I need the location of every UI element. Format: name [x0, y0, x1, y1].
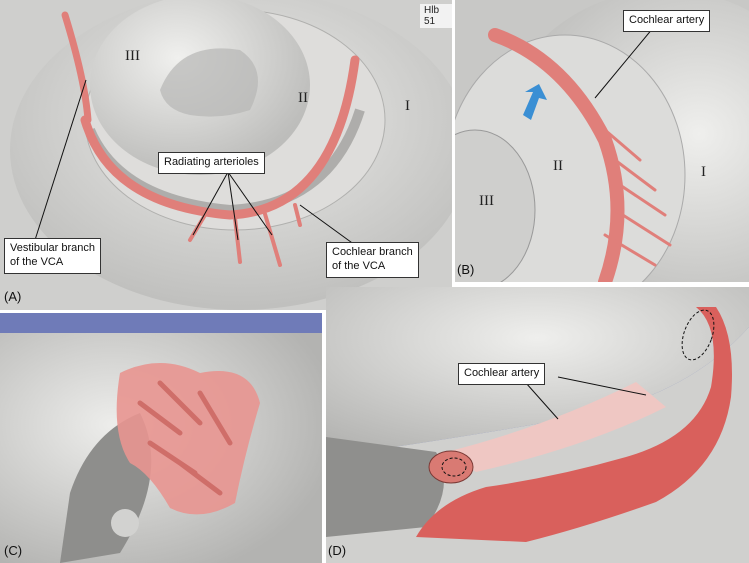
leader-radiating-2	[227, 171, 239, 241]
panel-a-turn-ii: II	[298, 90, 308, 106]
cochlear-branch-callout: Cochlear branch of the VCA	[326, 242, 419, 278]
panel-d-cochlear-artery	[416, 307, 732, 542]
vestibular-branch-vessel	[61, 11, 92, 124]
cochlear-line-1: Cochlear branch	[332, 246, 413, 258]
specimen-label: Hlb 51	[420, 4, 452, 28]
panel-c-vessel-branches	[137, 380, 233, 496]
panel-b-leader	[594, 27, 654, 99]
blue-arrow-icon	[523, 84, 547, 120]
panel-d-grey-bone-left	[326, 437, 444, 537]
panel-b-cochlear-artery-callout: Cochlear artery	[623, 10, 711, 32]
panel-b-render	[455, 0, 749, 282]
panel-d-label: (D)	[328, 543, 347, 558]
radiating-arterioles-callout: Radiating arterioles	[158, 152, 265, 174]
panel-a-turn-iii: III	[125, 48, 140, 64]
panel-d-cochlear-artery-callout: Cochlear artery	[458, 363, 546, 385]
panel-b-turn-iii: III	[479, 193, 494, 209]
panel-b-artery-spikes	[603, 128, 672, 267]
panel-d-dashed-outline-left	[441, 457, 467, 477]
panel-d: Cochlear artery (D)	[326, 287, 749, 563]
panel-b-apical-turn	[455, 129, 536, 282]
panel-c-render	[0, 313, 322, 563]
leader-vestibular	[34, 79, 87, 241]
panel-d-vessel-lumen	[428, 450, 474, 484]
panel-b-cochlear-artery	[488, 28, 625, 282]
panel-a: III II I Radiating arterioles Vestibular…	[0, 0, 452, 310]
leader-cochlear	[299, 204, 356, 246]
panel-a-turn-i: I	[405, 98, 410, 114]
panel-d-dashed-outline-right	[681, 309, 715, 361]
panel-d-pale-vessel	[446, 382, 666, 472]
vestibular-line-1: Vestibular branch	[10, 242, 95, 254]
vestibular-line-2: of the VCA	[10, 255, 64, 268]
vestibular-branch-callout: Vestibular branch of the VCA	[4, 238, 101, 274]
leader-radiating-3	[227, 171, 273, 236]
apical-opening	[160, 48, 258, 117]
panel-b-turn-ii: II	[553, 158, 563, 174]
panel-d-leader-2	[525, 382, 559, 420]
panel-a-label: (A)	[4, 289, 22, 304]
panel-c-vessel-network	[116, 363, 261, 515]
panel-b-turn-i: I	[701, 164, 706, 180]
panel-c-hole	[111, 509, 139, 537]
panel-c: (C)	[0, 313, 322, 563]
panel-d-leader-1	[557, 376, 647, 396]
radiating-arteriole-3	[263, 212, 282, 267]
cochlear-branch-vessel	[80, 55, 360, 220]
leader-radiating-1	[192, 171, 229, 236]
panel-b: Cochlear artery II III I (B)	[455, 0, 749, 282]
panel-c-label: (C)	[4, 543, 23, 558]
radiating-arteriole-4	[293, 203, 302, 227]
panel-d-render	[326, 287, 749, 563]
panel-b-label: (B)	[457, 262, 475, 277]
cochlear-line-2: of the VCA	[332, 259, 386, 272]
